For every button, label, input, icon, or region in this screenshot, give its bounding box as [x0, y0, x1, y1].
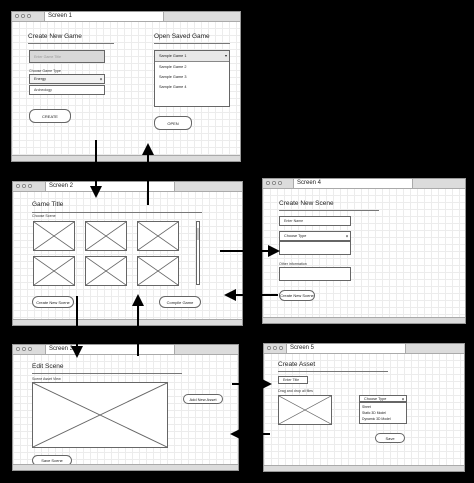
game-type-label: Choose Game Type [29, 69, 61, 73]
window-tab: Screen 4 [293, 179, 413, 188]
minimize-dot[interactable] [272, 181, 276, 185]
screen-2-window: Screen 2 Game Title Choose Scene Create … [12, 181, 243, 326]
maximize-dot[interactable] [28, 347, 32, 351]
divider [278, 371, 388, 372]
scene-canvas[interactable] [32, 382, 168, 448]
divider [32, 212, 202, 213]
window-controls [267, 346, 283, 351]
save-asset-button[interactable]: Save [375, 433, 405, 443]
edit-scene-title: Edit Scene [32, 363, 64, 370]
saved-game-item[interactable]: Sample Game 4 [159, 85, 187, 89]
window-tab: Screen 3 [45, 345, 175, 354]
title-bar: Screen 4 [263, 179, 465, 189]
scene-thumbnail[interactable] [85, 221, 127, 251]
bottom-bar [263, 317, 465, 323]
create-game-title: Create New Game [28, 33, 82, 40]
scene-thumbnail[interactable] [85, 256, 127, 286]
divider [154, 43, 230, 44]
file-drop-zone[interactable] [278, 395, 332, 425]
maximize-dot[interactable] [27, 14, 31, 18]
choose-scene-label: Choose Scene [32, 214, 56, 218]
game-type-selected: Energy [34, 77, 47, 81]
window-controls [266, 181, 282, 186]
close-dot[interactable] [267, 346, 271, 350]
window-controls [15, 14, 31, 19]
other-info-field[interactable] [279, 267, 351, 281]
bottom-bar [12, 155, 240, 161]
minimize-dot[interactable] [22, 347, 26, 351]
title-bar: Screen 5 [264, 344, 464, 354]
title-bar: Screen 1 [12, 12, 240, 22]
screen-3-window: Screen 3 Edit Scene Scene Asset View Add… [12, 344, 239, 471]
caret-down-icon: ▾ [99, 76, 102, 82]
minimize-dot[interactable] [21, 14, 25, 18]
create-new-scene-button[interactable]: Create New Scene [32, 296, 74, 308]
game-type-select[interactable]: Energy ▾ [29, 74, 105, 84]
bottom-bar [264, 465, 464, 471]
asset-type-select[interactable]: Choose Type ▾ [359, 395, 407, 402]
game-type-option[interactable]: Archeology [29, 85, 105, 95]
create-asset-title: Create Asset [278, 361, 316, 368]
scrollbar-thumb[interactable] [197, 228, 199, 240]
divider [32, 373, 182, 374]
asset-type-option[interactable]: Static 3D Model [362, 411, 386, 415]
scene-thumbnail[interactable] [33, 221, 75, 251]
drag-drop-label: Drag and drop all files [278, 389, 313, 393]
saved-games-list: Sample Game 1▾ Sample Game 2 Sample Game… [154, 50, 230, 107]
saved-game-item[interactable]: Sample Game 1▾ [155, 51, 229, 62]
caret-down-icon: ▾ [345, 233, 348, 239]
window-controls [16, 184, 32, 189]
bottom-bar [13, 464, 238, 470]
asset-type-option[interactable]: Sheet [362, 405, 371, 409]
game-title-input[interactable]: Enter Game Title [29, 50, 105, 63]
close-dot[interactable] [16, 184, 20, 188]
scene-name-input[interactable]: Enter Name [279, 216, 351, 226]
saved-game-item[interactable]: Sample Game 2 [159, 65, 187, 69]
divider [279, 210, 379, 211]
maximize-dot[interactable] [279, 346, 283, 350]
add-new-asset-button[interactable]: Add New Asset [183, 394, 223, 404]
create-scene-title: Create New Scene [279, 200, 334, 207]
close-dot[interactable] [16, 347, 20, 351]
compile-game-button[interactable]: Compile Game [159, 296, 201, 308]
window-tab: Screen 1 [44, 12, 164, 21]
caret-down-icon: ▾ [224, 53, 227, 58]
scene-thumbnail[interactable] [137, 221, 179, 251]
asset-title-input[interactable]: Enter Title [278, 376, 308, 384]
asset-type-option[interactable]: Dynamic 3D Model [362, 417, 391, 421]
screen-5-window: Screen 5 Create Asset Enter Title Drag a… [263, 343, 465, 472]
scene-type-select[interactable]: Choose Type ▾ [279, 231, 351, 241]
asset-type-label: Choose Type [364, 396, 387, 401]
scene-type-dropdown-list[interactable] [279, 241, 351, 255]
window-tab: Screen 5 [286, 344, 406, 353]
window-tab: Screen 2 [45, 182, 175, 191]
window-controls [16, 347, 32, 352]
game-title: Game Title [32, 201, 64, 208]
scene-asset-label: Scene Asset View [32, 377, 61, 381]
maximize-dot[interactable] [278, 181, 282, 185]
close-dot[interactable] [15, 14, 19, 18]
saved-game-item[interactable]: Sample Game 3 [159, 75, 187, 79]
bottom-bar [13, 319, 242, 325]
open-game-title: Open Saved Game [154, 33, 210, 40]
scene-type-label: Choose Type [284, 234, 307, 238]
create-new-scene-button[interactable]: Create New Scene [279, 290, 315, 301]
create-button[interactable]: CREATE [29, 109, 71, 123]
caret-down-icon: ▾ [401, 396, 404, 401]
divider [28, 43, 114, 44]
screen-4-window: Screen 4 Create New Scene Enter Name Cho… [262, 178, 466, 324]
scrollbar[interactable] [196, 221, 200, 285]
minimize-dot[interactable] [273, 346, 277, 350]
scene-thumbnail[interactable] [137, 256, 179, 286]
asset-type-options: Sheet Static 3D Model Dynamic 3D Model [359, 402, 407, 424]
minimize-dot[interactable] [22, 184, 26, 188]
title-bar: Screen 2 [13, 182, 242, 192]
open-button[interactable]: OPEN [154, 116, 192, 130]
screen-1-window: Screen 1 Create New Game Enter Game Titl… [11, 11, 241, 162]
close-dot[interactable] [266, 181, 270, 185]
maximize-dot[interactable] [28, 184, 32, 188]
other-info-label: Other information [279, 262, 307, 266]
title-bar: Screen 3 [13, 345, 238, 355]
scene-thumbnail[interactable] [33, 256, 75, 286]
